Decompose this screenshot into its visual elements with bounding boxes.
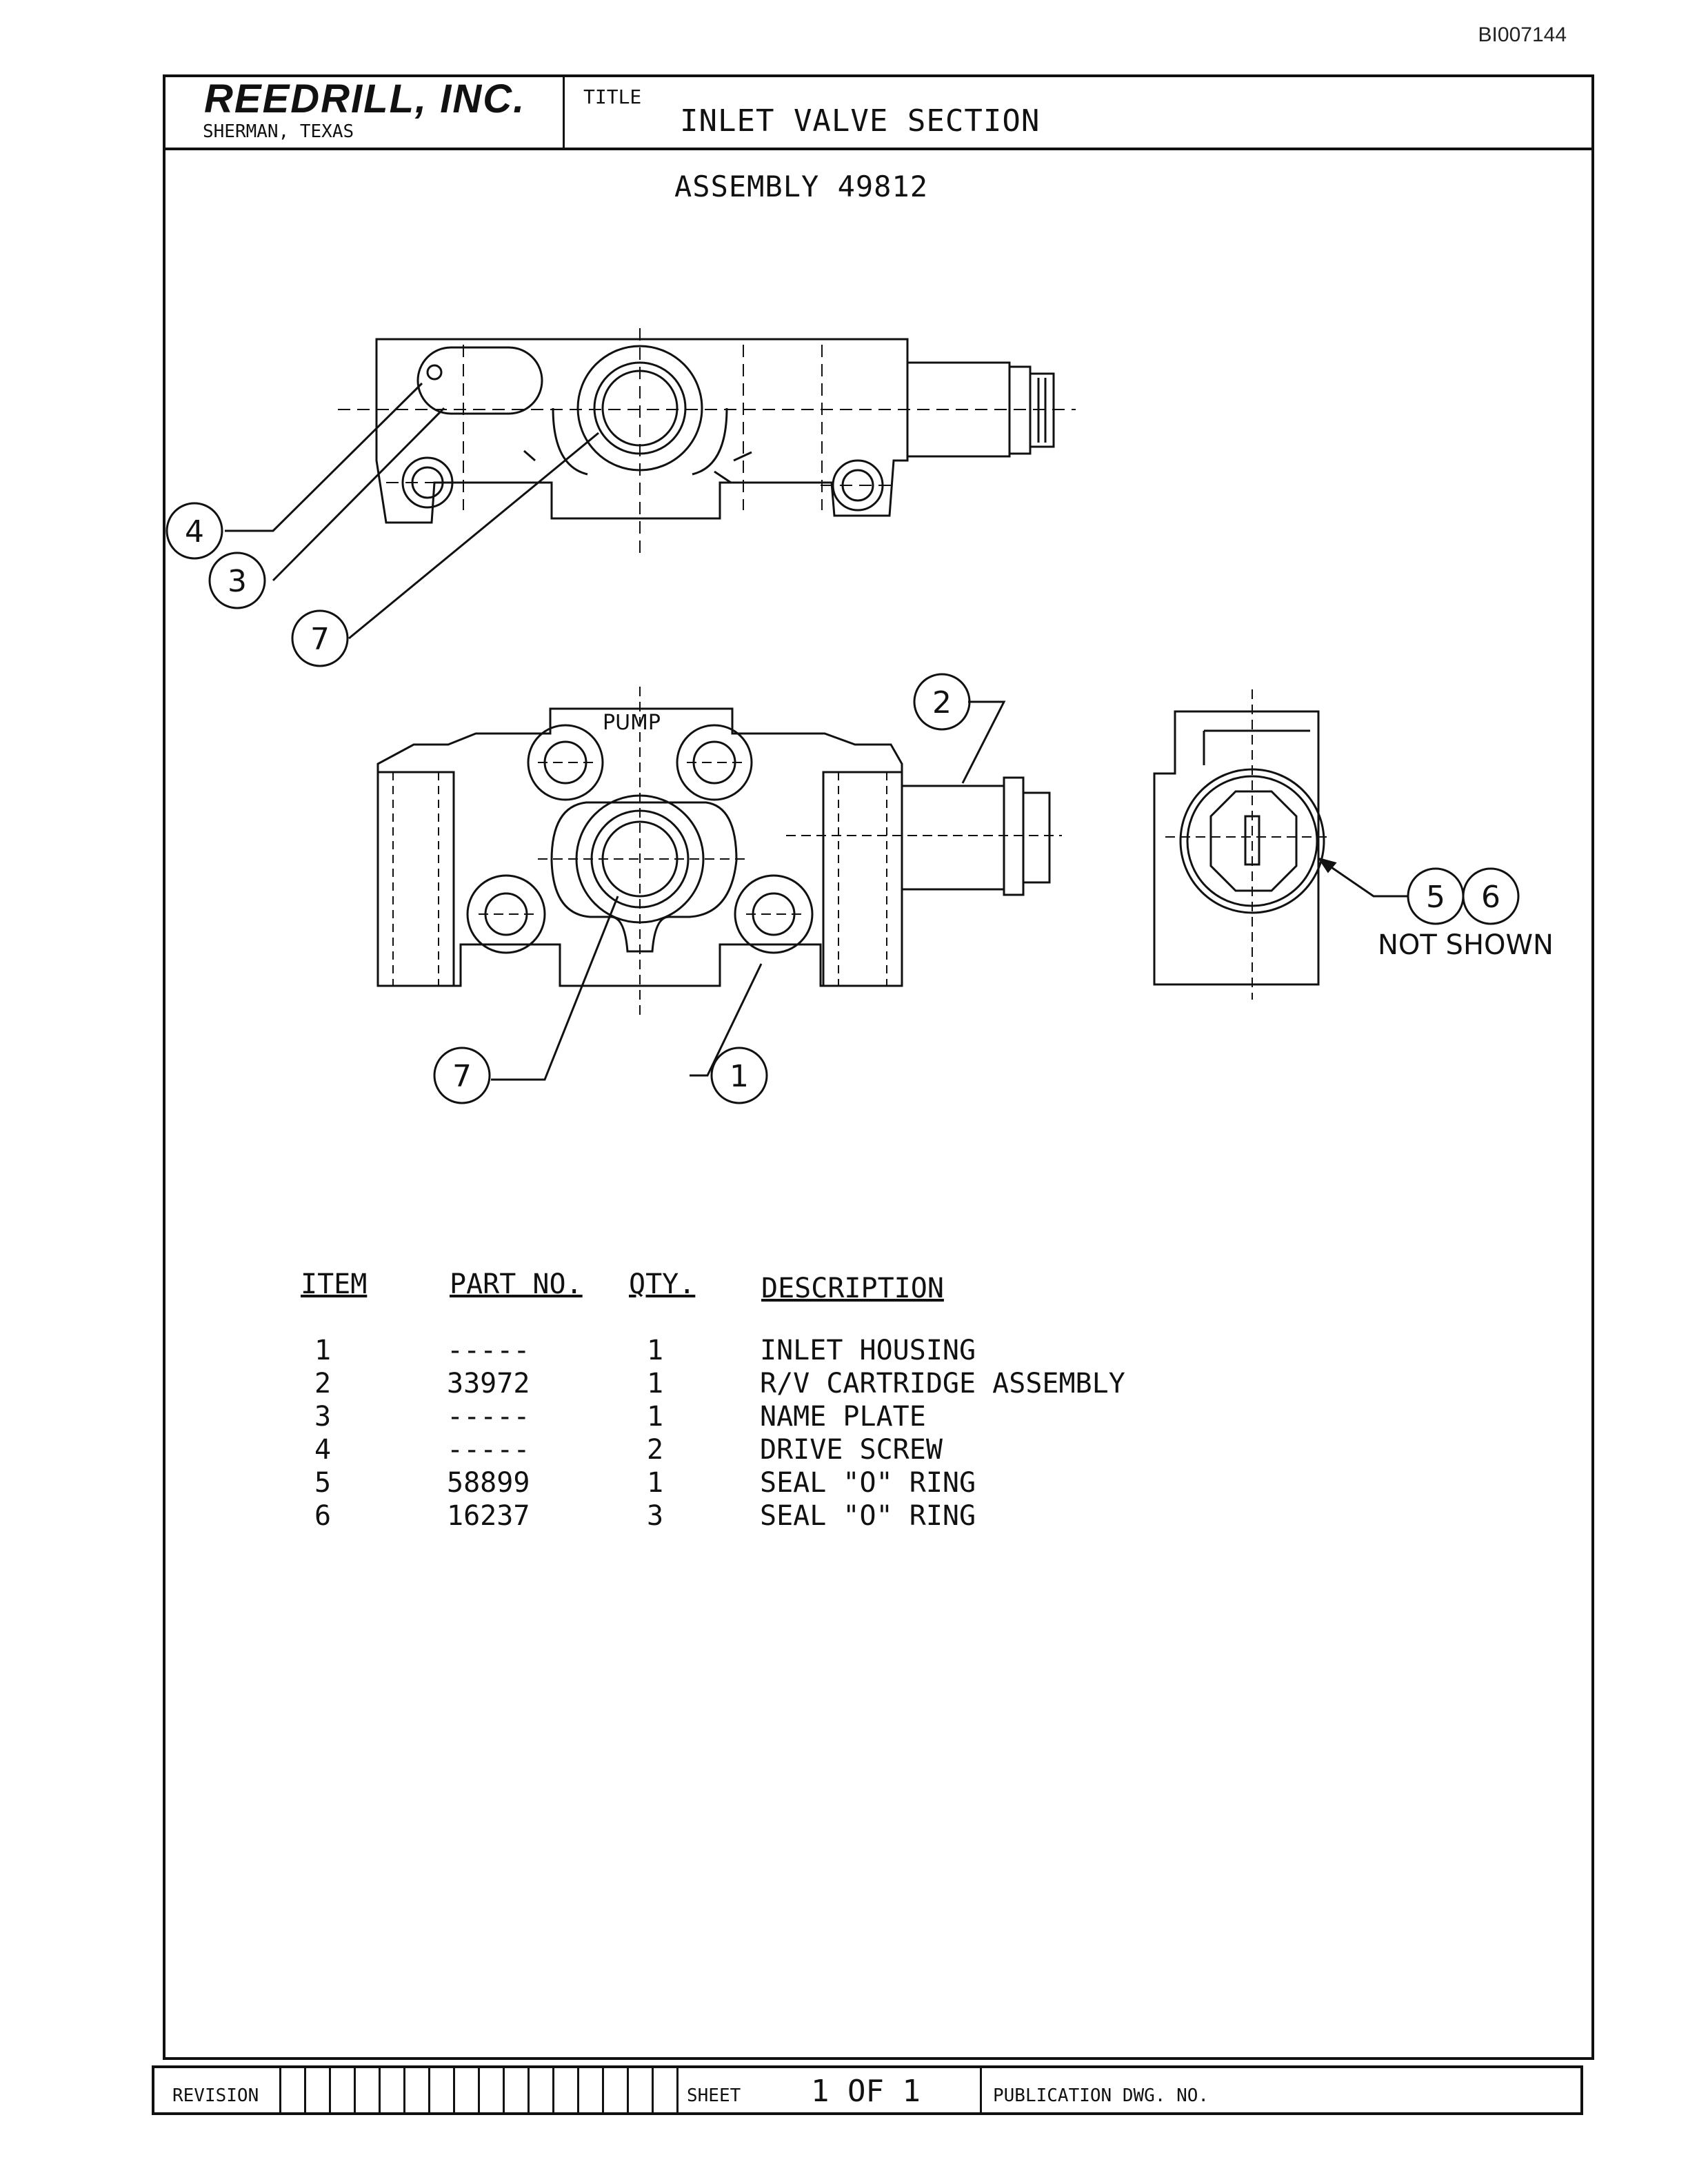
revision-label-cell (154, 2068, 281, 2112)
revision-block (152, 2065, 1583, 2115)
pump-label: PUMP (603, 711, 661, 735)
side-view (1153, 689, 1408, 1000)
sheet-cell (679, 2068, 982, 2112)
title-label: TITLE (583, 85, 642, 108)
revision-cell (281, 2068, 306, 2112)
revision-cell (331, 2068, 356, 2112)
drawing-frame (163, 74, 1594, 2060)
callout-7-top: 7 (310, 622, 330, 657)
callout-1: 1 (730, 1059, 749, 1094)
revision-cell (455, 2068, 480, 2112)
revision-cell (629, 2068, 654, 2112)
callout-3: 3 (228, 564, 247, 599)
publication-drawing-label: PUBLICATION DWG. NO. (993, 2085, 1209, 2106)
not-shown-note: NOT SHOWN (1378, 929, 1554, 961)
callout-4: 4 (185, 514, 204, 549)
column-header-part-no: PART NO. (450, 1268, 583, 1300)
callout-7-front: 7 (452, 1059, 472, 1094)
revision-cell (505, 2068, 530, 2112)
revision-cell (356, 2068, 381, 2112)
callouts: 4 3 7 2 7 1 5 6 (165, 502, 1520, 1104)
callout-6: 6 (1481, 880, 1500, 915)
revision-cell (554, 2068, 579, 2112)
sheet-label: SHEET (687, 2085, 741, 2106)
revision-cell (306, 2068, 331, 2112)
assembly-number: ASSEMBLY 49812 (674, 170, 929, 203)
company-name: REEDRILL, INC. (204, 77, 526, 121)
revision-cell (604, 2068, 629, 2112)
title-block (163, 74, 1594, 150)
document-id: BI007144 (1478, 23, 1567, 46)
revision-cell (480, 2068, 505, 2112)
revision-label: REVISION (172, 2085, 259, 2106)
sheet-number: 1 OF 1 (811, 2074, 921, 2109)
revision-cell (579, 2068, 604, 2112)
column-header-item: ITEM (301, 1268, 368, 1300)
title-block-divider (563, 77, 565, 150)
callout-5: 5 (1426, 880, 1445, 915)
revision-cell (405, 2068, 430, 2112)
revision-cell (381, 2068, 405, 2112)
front-view (376, 687, 1062, 1081)
top-view (225, 328, 1076, 640)
revision-cell (654, 2068, 679, 2112)
company-location: SHERMAN, TEXAS (203, 121, 354, 142)
revision-cell (430, 2068, 455, 2112)
callout-2: 2 (932, 685, 952, 720)
column-header-description: DESCRIPTION (761, 1273, 944, 1304)
drawing-title: INLET VALVE SECTION (680, 103, 1041, 139)
column-header-qty: QTY. (629, 1268, 696, 1300)
revision-cell (530, 2068, 554, 2112)
